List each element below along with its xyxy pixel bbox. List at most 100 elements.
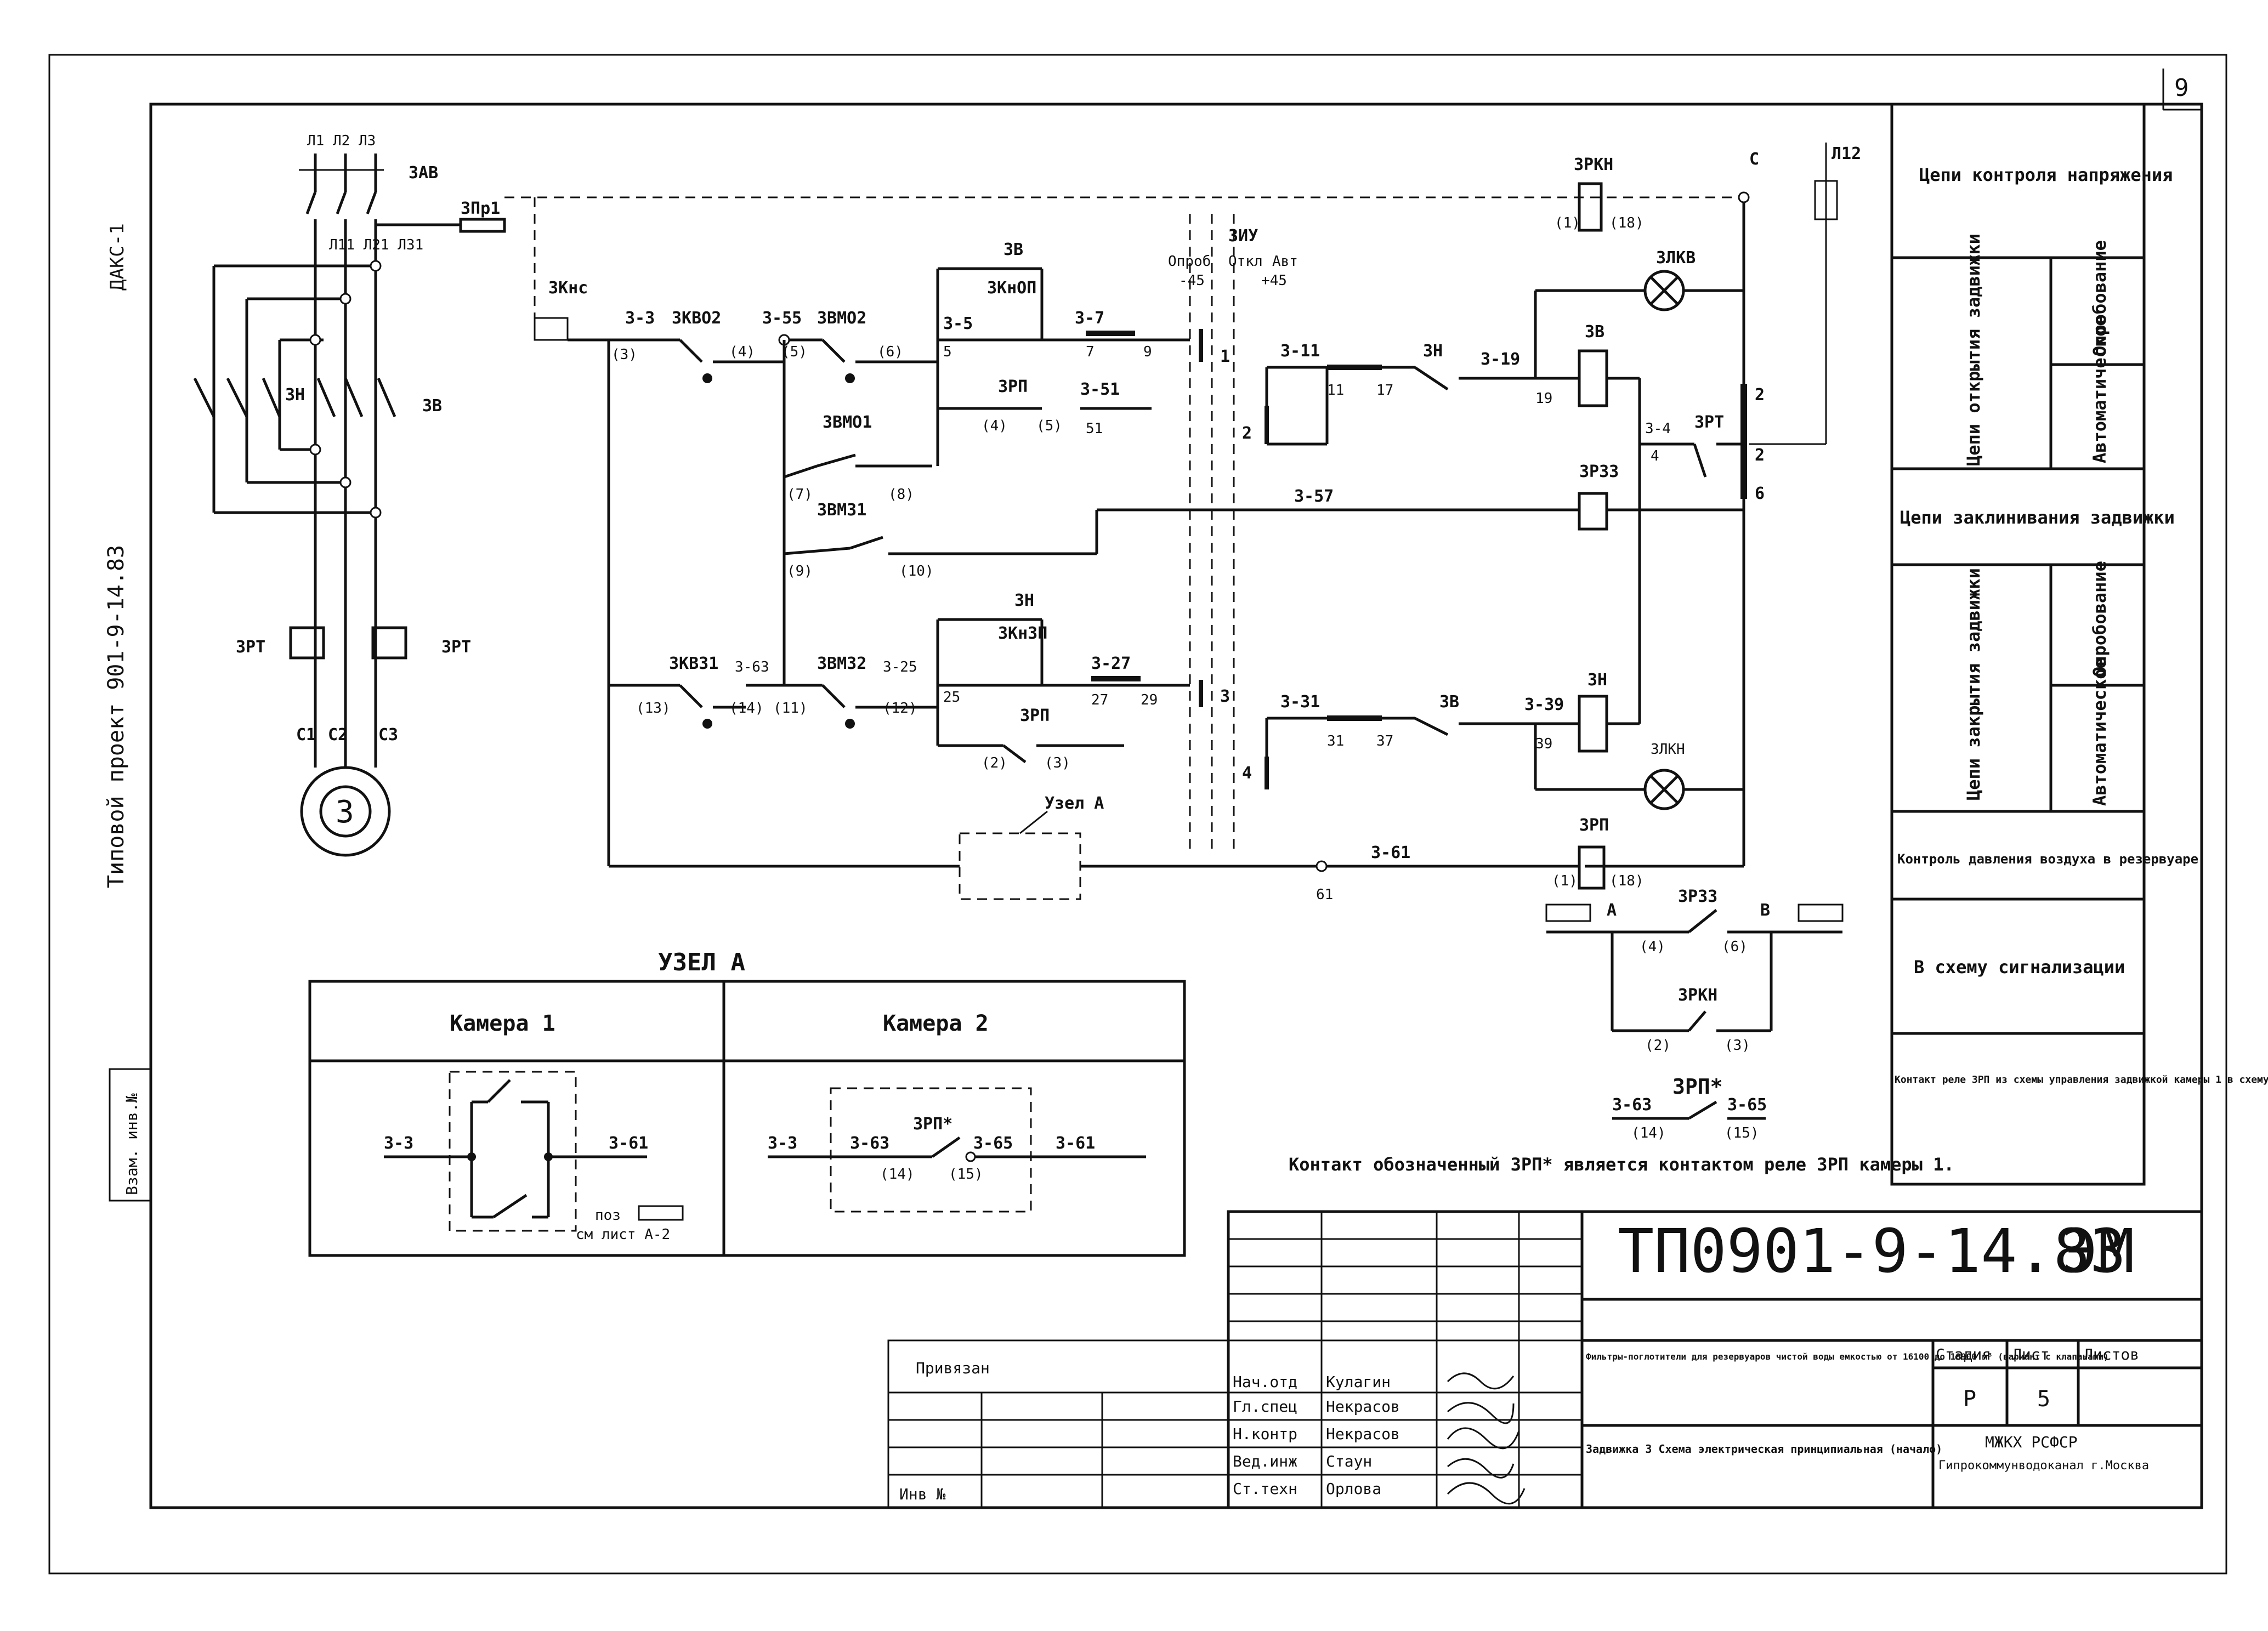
node-51: 51 xyxy=(1086,420,1103,437)
mode-test: Опроб xyxy=(1168,253,1211,270)
relay-rp-close: 3РП xyxy=(1020,706,1050,725)
tb-code: ТП0901-9-14.83 xyxy=(1618,1216,2126,1286)
node-a-box xyxy=(959,832,1081,900)
note-text: Контакт обозначенный 3РП* является конта… xyxy=(1289,1154,1954,1175)
sig-pin4: (4) xyxy=(1640,939,1665,955)
relay-rp-label: 3РП xyxy=(1579,816,1609,835)
rp-pin1: (1) xyxy=(1552,873,1578,889)
side-voltage: Цепи контроля напряжения xyxy=(1919,164,2173,185)
sig-a: А xyxy=(1607,901,1617,920)
motor-symbol xyxy=(300,766,391,857)
signature-scribbles xyxy=(1447,1372,1526,1505)
na-see: см лист А-2 xyxy=(576,1226,670,1243)
left-margin-project: Типовой проект 901-9-14.83 xyxy=(104,545,129,888)
cam1-label: Камера 1 xyxy=(450,1011,555,1036)
tb-stage-h: Стадия xyxy=(1936,1345,1991,1363)
wire-3-31: 3-31 xyxy=(1280,692,1320,712)
wire-3-57: 3-57 xyxy=(1294,487,1334,506)
pin-5: (5) xyxy=(781,344,807,360)
top-relay xyxy=(1578,182,1603,232)
pin-3: (3) xyxy=(611,346,637,363)
vmz2-label: 3ВМЗ2 xyxy=(817,654,866,673)
left-margin-code: ДАКС-1 xyxy=(106,223,128,291)
node-2b: 2 xyxy=(1755,446,1765,465)
na-w61b: 3-61 xyxy=(1056,1134,1095,1153)
relay-h-top: 3Н xyxy=(1423,342,1443,361)
node-2a: 2 xyxy=(1755,385,1765,405)
relay-b-top: 3В xyxy=(1003,240,1023,259)
name-2: Некрасов xyxy=(1326,1425,1400,1443)
sig-pin6: (6) xyxy=(1722,939,1748,955)
role-1: Гл.спец xyxy=(1233,1397,1297,1416)
sel-pos-1: 1 xyxy=(1220,347,1230,366)
relay-h-coil xyxy=(1578,695,1608,753)
tb-description: Фильтры-поглотители для резервуаров чист… xyxy=(1586,1351,2109,1362)
thermal-relay-left-label: 3РТ xyxy=(236,638,265,657)
top-relay-label: 3РКН xyxy=(1574,155,1613,174)
node-6: 6 xyxy=(1755,484,1765,503)
role-3: Вед.инж xyxy=(1233,1452,1297,1470)
mode-off: Откл xyxy=(1228,253,1263,270)
name-1: Некрасов xyxy=(1326,1397,1400,1416)
node-a-table-title: УЗЕЛ А xyxy=(658,948,745,976)
tb-sheet-h: Лист xyxy=(2012,1345,2049,1363)
sheet-number: 9 xyxy=(2174,74,2189,102)
vmz1-label: 3ВМЗ1 xyxy=(817,501,866,520)
tb-linked: Привязан xyxy=(916,1359,990,1377)
na-poz: поз xyxy=(595,1207,621,1224)
contactor-close-label: 3Н xyxy=(285,385,305,405)
side-air: Контроль давления воздуха в резервуаре xyxy=(1897,851,2198,867)
node-11: 11 xyxy=(1327,382,1344,399)
sig-w63: 3-63 xyxy=(1612,1095,1652,1115)
switch-top-label: 3Кнс xyxy=(548,279,588,298)
node-61: 61 xyxy=(1316,886,1333,903)
tb-stage: Р xyxy=(1963,1386,1976,1412)
pin-12: (12) xyxy=(883,700,917,717)
sig-rpstar: 3РП* xyxy=(1672,1075,1723,1099)
relay-rpz-coil xyxy=(1578,492,1608,531)
pin-7: (7) xyxy=(787,486,813,503)
wire-3-11: 3-11 xyxy=(1280,342,1320,361)
cam2-label: Камера 2 xyxy=(883,1011,989,1036)
relay-h-close: 3Н xyxy=(1014,591,1034,610)
relay-b-coil xyxy=(1578,349,1608,407)
wire-3-25: 3-25 xyxy=(883,659,917,675)
breaker-label: 3АВ xyxy=(409,163,438,183)
title-block: ТП0901-9-14.83 ЭМ Фильтры-поглотители дл… xyxy=(887,1210,2203,1509)
side-auto1: Автоматическое xyxy=(2089,315,2110,463)
name-0: Кулагин xyxy=(1326,1373,1391,1391)
pin-4: (4) xyxy=(729,344,755,360)
side-auto2: Автоматическое xyxy=(2089,658,2110,806)
lamp-close-label: 3ЛКН xyxy=(1651,741,1685,758)
left-inv-box xyxy=(109,1068,152,1202)
fuse-label: 3Пр1 xyxy=(461,199,500,218)
node-25: 25 xyxy=(943,689,960,706)
thermal-relay-right xyxy=(371,626,407,660)
pin-6: (6) xyxy=(877,344,903,360)
na-w3b: 3-3 xyxy=(768,1134,797,1153)
na-w61: 3-61 xyxy=(609,1134,648,1153)
sig-pin3: (3) xyxy=(1725,1037,1750,1054)
wire-3-39: 3-39 xyxy=(1524,695,1564,714)
wire-3-19: 3-19 xyxy=(1481,350,1520,369)
side-wedging: Цепи заклинивания задвижки xyxy=(1900,507,2175,528)
vmo2-label: 3ВМО2 xyxy=(817,309,866,328)
wire-3-51: 3-51 xyxy=(1080,380,1120,399)
rp-pin18: (18) xyxy=(1609,873,1644,889)
outer-frame xyxy=(48,54,2227,1575)
sel-pos-2: 2 xyxy=(1242,424,1252,443)
sig-p14: (14) xyxy=(1631,1125,1666,1141)
motor-terminal-c2: С2 xyxy=(328,725,348,745)
phases-top: Л1 Л2 Л3 xyxy=(307,133,376,149)
sig-w65: 3-65 xyxy=(1727,1095,1767,1115)
node-37: 37 xyxy=(1376,733,1393,749)
node-31: 31 xyxy=(1327,733,1344,749)
motor-terminal-c3: С3 xyxy=(378,725,398,745)
wire-3-55: 3-55 xyxy=(762,309,802,328)
pin-14: (14) xyxy=(729,700,764,717)
sel-pos-4: 4 xyxy=(1242,764,1252,783)
node-17: 17 xyxy=(1376,382,1393,399)
na-w63: 3-63 xyxy=(850,1134,889,1153)
relay-rp-top: 3РП xyxy=(998,377,1028,396)
